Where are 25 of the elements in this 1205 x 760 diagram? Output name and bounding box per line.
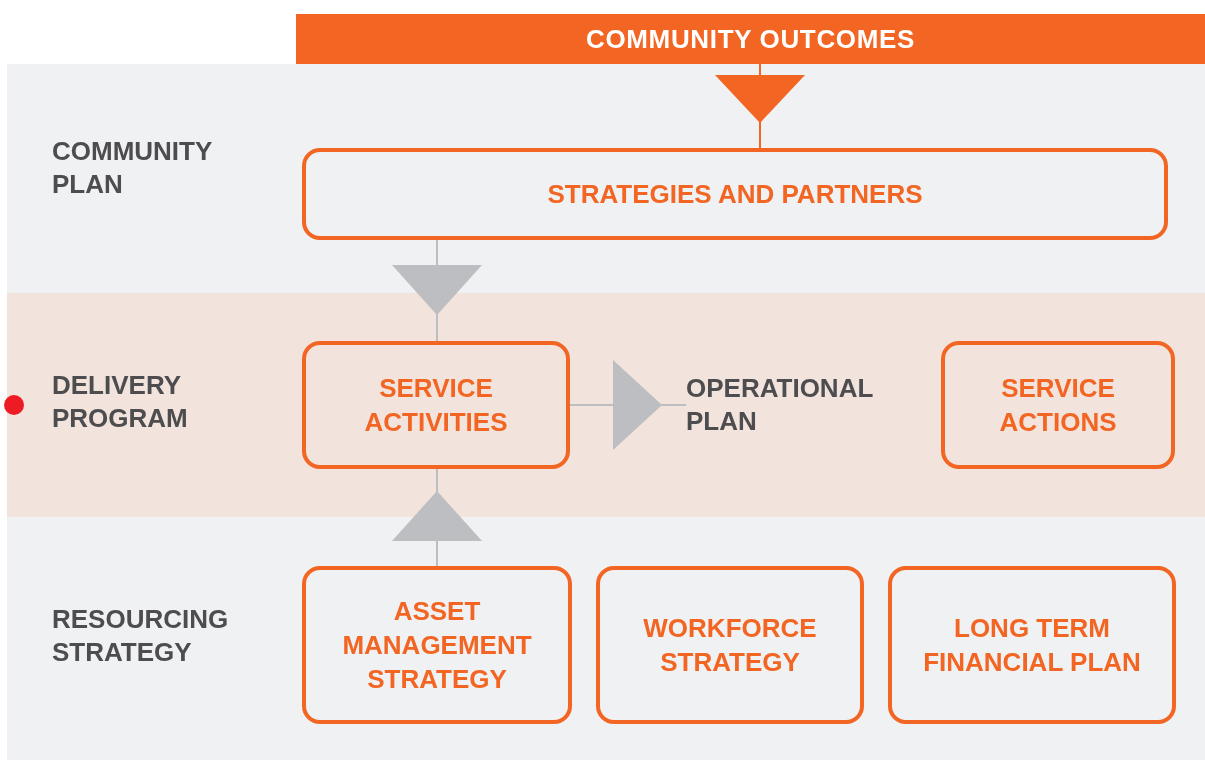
box-text: ASSET MANAGEMENT STRATEGY: [341, 595, 533, 696]
arrow: [392, 239, 482, 342]
box-text: WORKFORCE STRATEGY: [642, 612, 818, 679]
heading-text: COMMUNITY OUTCOMES: [586, 26, 915, 52]
arrow: [569, 360, 687, 450]
box-text: STRATEGIES AND PARTNERS: [546, 178, 924, 211]
tier-label: RESOURCING STRATEGY: [52, 602, 230, 669]
process-box: [302, 566, 572, 724]
box-text: SERVICE ACTIONS: [998, 372, 1118, 439]
box-text: SERVICE ACTIVITIES: [363, 372, 509, 439]
arrow: [392, 468, 482, 567]
tier-band: [7, 64, 1205, 293]
process-box: [302, 341, 570, 469]
process-box: [888, 566, 1176, 724]
tier-label: COMMUNITY PLAN: [52, 134, 213, 201]
tier-band: [7, 517, 1205, 760]
process-box: [596, 566, 864, 724]
plan-label: OPERATIONAL PLAN: [686, 372, 874, 438]
box-text: LONG TERM FINANCIAL PLAN: [922, 612, 1142, 679]
tier-label: DELIVERY PROGRAM: [52, 369, 189, 435]
header-banner: [296, 14, 1205, 64]
process-box: [302, 148, 1168, 240]
tier-band: [7, 293, 1205, 517]
process-box: [941, 341, 1175, 469]
arrow: [715, 63, 805, 149]
